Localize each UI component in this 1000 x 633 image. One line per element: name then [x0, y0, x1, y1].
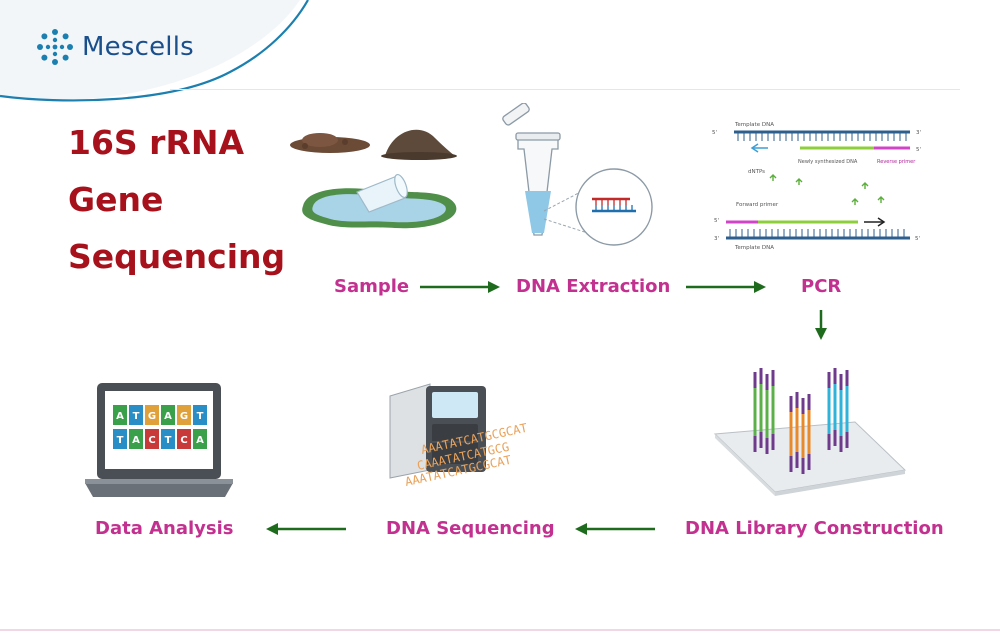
arrow-library-to-sequencing	[575, 523, 655, 535]
pcr-5prime-mid: 5'	[916, 147, 921, 153]
header-swoosh	[0, 0, 309, 102]
arrow-sequencing-to-analysis	[266, 523, 346, 535]
brand-logo[interactable]: Mescells	[36, 28, 194, 66]
arrow-extraction-to-pcr	[686, 281, 766, 293]
arrow-pcr-to-library	[815, 310, 827, 340]
pcr-forward-primer-label: Forward primer	[736, 202, 779, 208]
step-dna-extraction: DNA Extraction	[516, 276, 671, 297]
pcr-template-label-top: Template DNA	[734, 122, 774, 128]
brand-name: Mescells	[82, 32, 194, 62]
title-line-1: 16S rRNA	[68, 123, 245, 162]
sequencer-machine-icon	[389, 383, 486, 479]
title-line-3: Sequencing	[68, 237, 286, 276]
pcr-dntps-label: dNTPs	[748, 169, 765, 175]
pcr-template-label-bottom: Template DNA	[734, 245, 774, 251]
dirt-mound-icon	[381, 129, 457, 160]
base-bottom-5: C	[180, 435, 187, 446]
sample-cup-icon	[356, 173, 408, 213]
pcr-illustration: Template DNA 5' 3' 5' 5' 3' 5' Template …	[712, 122, 921, 251]
library-construction-illustration	[713, 368, 907, 496]
base-bottom-2: A	[132, 435, 140, 446]
pcr-5prime-bottom: 5'	[714, 218, 719, 224]
step-dna-library-construction: DNA Library Construction	[685, 518, 944, 539]
microtube-icon	[502, 103, 561, 236]
base-top-5: G	[180, 411, 188, 422]
pcr-3prime-bottom: 3'	[714, 236, 719, 242]
base-top-4: A	[164, 411, 172, 422]
step-dna-sequencing: DNA Sequencing	[386, 518, 555, 539]
dna-cluster-blue-icon	[827, 368, 849, 452]
step-data-analysis: Data Analysis	[95, 518, 234, 539]
sequencer-illustration: AAATATCATGCGCAT CAAATATCATGCG AAATATCATG…	[389, 383, 529, 489]
pcr-5prime-top: 5'	[712, 130, 717, 136]
base-bottom-1: T	[117, 435, 124, 446]
header-divider	[170, 89, 960, 90]
base-top-1: A	[116, 411, 124, 422]
step-pcr: PCR	[801, 276, 842, 297]
magnified-dna-icon	[575, 168, 653, 246]
dna-extraction-illustration	[502, 103, 653, 246]
dna-cluster-green-icon	[753, 368, 775, 454]
pcr-newly-synth-label: Newly synthesized DNA	[798, 159, 858, 165]
base-bottom-4: T	[165, 435, 172, 446]
base-bottom-6: A	[196, 435, 204, 446]
laptop-base-grid: A T G A G T T A C T C A	[113, 405, 207, 449]
pcr-reverse-primer-label: Reverse primer	[877, 159, 916, 165]
title-line-2: Gene	[68, 180, 164, 219]
dna-cluster-orange-icon	[789, 392, 811, 474]
base-top-6: T	[197, 411, 204, 422]
sample-illustration	[290, 129, 457, 229]
laptop-illustration: A T G A G T T A C T C A	[85, 383, 233, 497]
pcr-3prime-top: 3'	[916, 130, 921, 136]
base-bottom-3: C	[148, 435, 155, 446]
mescells-logo-icon	[37, 29, 73, 65]
base-top-3: G	[148, 411, 156, 422]
step-sample: Sample	[334, 276, 410, 297]
footer-divider	[0, 629, 1000, 631]
base-top-2: T	[133, 411, 140, 422]
pcr-5prime-bottom-right: 5'	[915, 236, 920, 242]
soil-pile-icon	[290, 133, 370, 153]
arrow-sample-to-extraction	[420, 281, 500, 293]
